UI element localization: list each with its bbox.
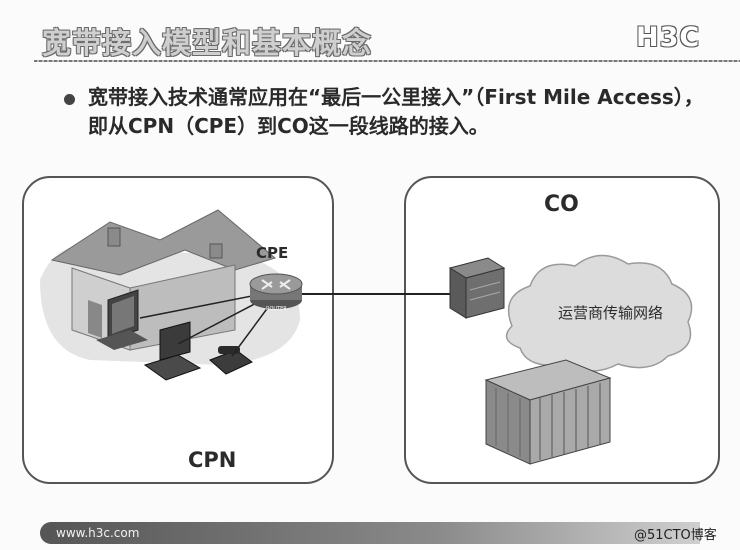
bullet-icon xyxy=(64,94,75,105)
link-phone-cpe xyxy=(231,301,273,357)
co-label: CO xyxy=(544,192,579,217)
title-divider xyxy=(34,60,740,62)
cloud-label: 运营商传输网络 xyxy=(558,304,664,322)
desktop-pc-icon xyxy=(96,289,148,350)
title-bar: 宽带接入模型和基本概念 H3C xyxy=(0,6,740,62)
link-laptop-cpe xyxy=(177,297,267,345)
access-device-icon xyxy=(448,257,506,319)
link-pc-cpe xyxy=(139,293,263,319)
laptop-icon xyxy=(143,321,202,381)
cpe-label: CPE xyxy=(256,244,289,262)
footer-bar xyxy=(40,522,700,544)
slide-title: 宽带接入模型和基本概念 xyxy=(42,26,373,60)
cpn-label: CPN xyxy=(188,448,237,472)
router-icon xyxy=(249,273,303,309)
bullet-text: 宽带接入技术通常应用在“最后一公里接入”（First Mile Access），… xyxy=(88,85,704,138)
co-equipment-icon xyxy=(484,359,612,465)
house-icon xyxy=(40,209,300,365)
h3c-logo: H3C xyxy=(636,22,701,53)
router-label: ROUTER xyxy=(266,306,287,312)
watermark: @51CTO博客 xyxy=(634,528,717,543)
footer-url: www.h3c.com xyxy=(56,526,140,540)
phone-icon xyxy=(209,346,253,375)
